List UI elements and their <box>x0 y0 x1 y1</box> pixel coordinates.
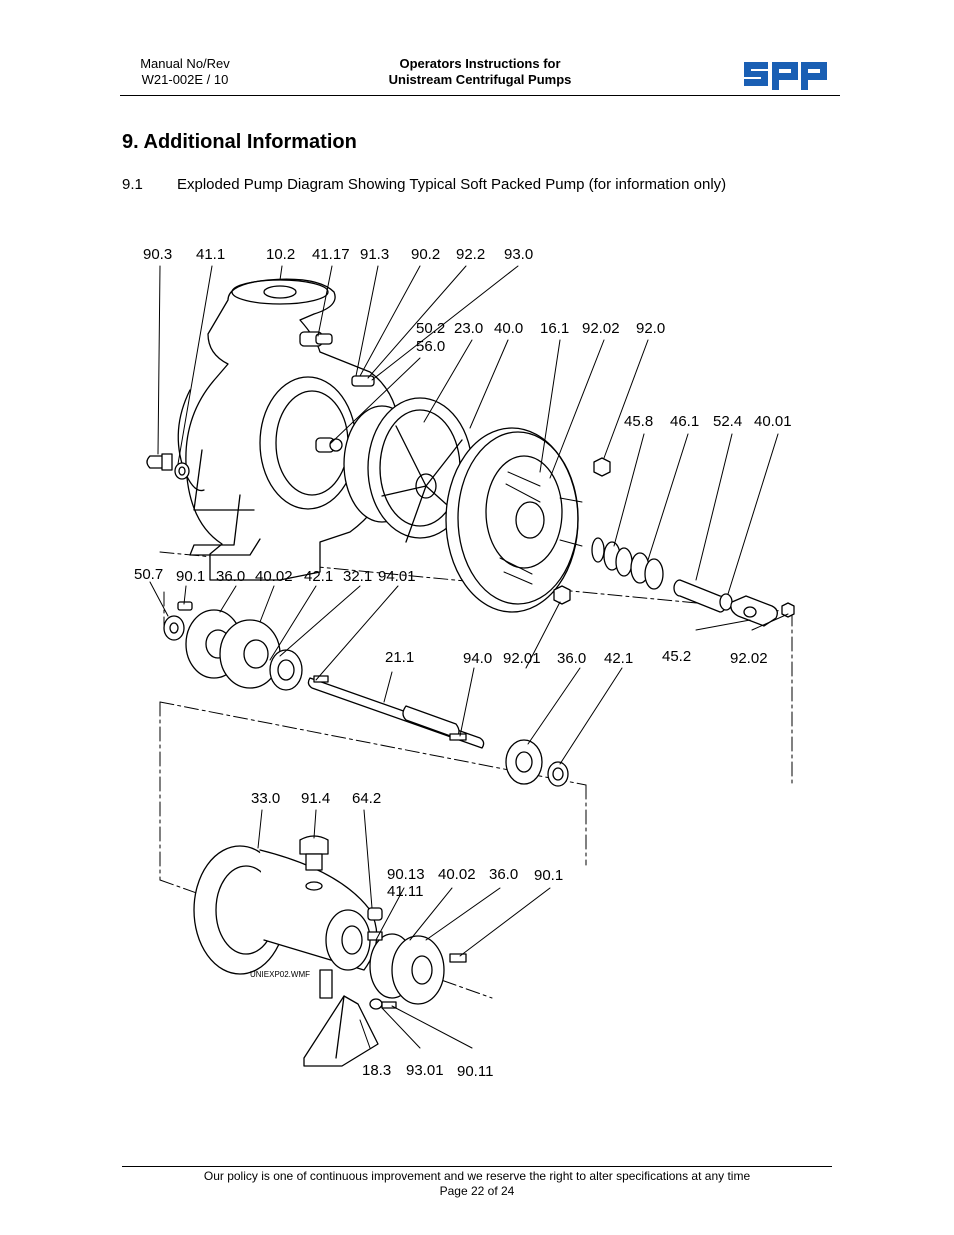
label-50-7: 50.7 <box>134 566 164 583</box>
gland-packing <box>591 537 733 613</box>
leader-lines <box>149 265 789 1049</box>
label-42-1-row1: 42.1 <box>304 568 334 585</box>
label-90-1-row3: 90.1 <box>534 867 564 884</box>
label-40-02-row3: 40.02 <box>438 866 476 883</box>
label-56-0: 56.0 <box>416 338 446 355</box>
document-title: Operators Instructions for Unistream Cen… <box>330 56 630 88</box>
label-36-0-row3: 36.0 <box>489 866 519 883</box>
label-41-17: 41.17 <box>312 246 350 263</box>
label-45-2: 45.2 <box>662 648 692 665</box>
label-10-2: 10.2 <box>266 246 296 263</box>
label-23-0: 23.0 <box>454 320 484 337</box>
label-45-8: 45.8 <box>624 413 654 430</box>
policy-text: Our policy is one of continuous improvem… <box>203 1169 751 1183</box>
support-foot <box>303 995 397 1067</box>
shaft <box>307 675 485 749</box>
nuts <box>553 457 611 605</box>
label-91-4: 91.4 <box>301 790 331 807</box>
label-94-01: 94.01 <box>378 568 416 585</box>
label-90-2: 90.2 <box>411 246 441 263</box>
label-92-02-top: 92.02 <box>582 320 620 337</box>
label-42-1-row2: 42.1 <box>604 650 634 667</box>
label-91-3: 91.3 <box>360 246 390 263</box>
label-93-0: 93.0 <box>504 246 534 263</box>
label-32-1: 32.1 <box>343 568 373 585</box>
manual-value: W21-002E / 10 <box>141 72 229 87</box>
spp-logo: spp <box>744 62 827 90</box>
label-40-01: 40.01 <box>754 413 792 430</box>
bearing-row-1 <box>163 601 303 691</box>
fittings-top <box>299 331 375 453</box>
casing-cover <box>445 427 583 613</box>
label-92-02-right: 92.02 <box>730 650 768 667</box>
title-line-2: Unistream Centrifugal Pumps <box>388 72 572 87</box>
label-46-1: 46.1 <box>670 413 700 430</box>
outboard-cover <box>367 931 467 1005</box>
drain-plug <box>146 453 190 480</box>
file-reference: UNIEXP02.WMF <box>250 970 311 979</box>
label-93-01: 93.01 <box>406 1062 444 1079</box>
label-90-1-row1: 90.1 <box>176 568 206 585</box>
footer: Our policy is one of continuous improvem… <box>122 1169 832 1199</box>
label-50-2: 50.2 <box>416 320 446 337</box>
label-94-0: 94.0 <box>463 650 493 667</box>
label-92-0: 92.0 <box>636 320 666 337</box>
label-40-0: 40.0 <box>494 320 524 337</box>
gland <box>730 595 795 627</box>
title-line-1: Operators Instructions for <box>399 56 561 71</box>
label-18-3: 18.3 <box>362 1062 392 1079</box>
subsection-title: Exploded Pump Diagram Showing Typical So… <box>177 176 727 193</box>
section-title: 9. Additional Information <box>122 131 357 153</box>
label-52-4: 52.4 <box>713 413 743 430</box>
label-36-0-row1: 36.0 <box>216 568 246 585</box>
volute-casing <box>177 278 421 581</box>
page-number: Page 22 of 24 <box>439 1184 515 1198</box>
subsection-number: 9.1 <box>122 176 143 193</box>
footer-rule <box>122 1166 832 1167</box>
label-16-1: 16.1 <box>540 320 570 337</box>
manual-label: Manual No/Rev <box>140 56 230 71</box>
bearing-housing <box>193 845 378 999</box>
label-21-1: 21.1 <box>385 649 415 666</box>
header-rule <box>120 95 840 96</box>
label-90-13: 90.13 <box>387 866 425 883</box>
diagram-drawing <box>146 265 795 1067</box>
label-90-11: 90.11 <box>457 1063 494 1080</box>
label-40-02-row1: 40.02 <box>255 568 293 585</box>
manual-info: Manual No/Rev W21-002E / 10 <box>120 56 250 88</box>
exploded-pump-diagram: 90.3 41.1 10.2 41.17 91.3 90.2 92.2 93.0… <box>120 240 840 1090</box>
label-41-11: 41.11 <box>387 883 424 900</box>
label-92-01: 92.01 <box>503 650 541 667</box>
label-41-1: 41.1 <box>196 246 226 263</box>
label-90-3: 90.3 <box>143 246 173 263</box>
label-36-0-row2: 36.0 <box>557 650 587 667</box>
label-33-0: 33.0 <box>251 790 281 807</box>
label-92-2: 92.2 <box>456 246 486 263</box>
fill-plug <box>299 835 383 921</box>
label-64-2: 64.2 <box>352 790 382 807</box>
bearing-row-2 <box>505 739 569 787</box>
